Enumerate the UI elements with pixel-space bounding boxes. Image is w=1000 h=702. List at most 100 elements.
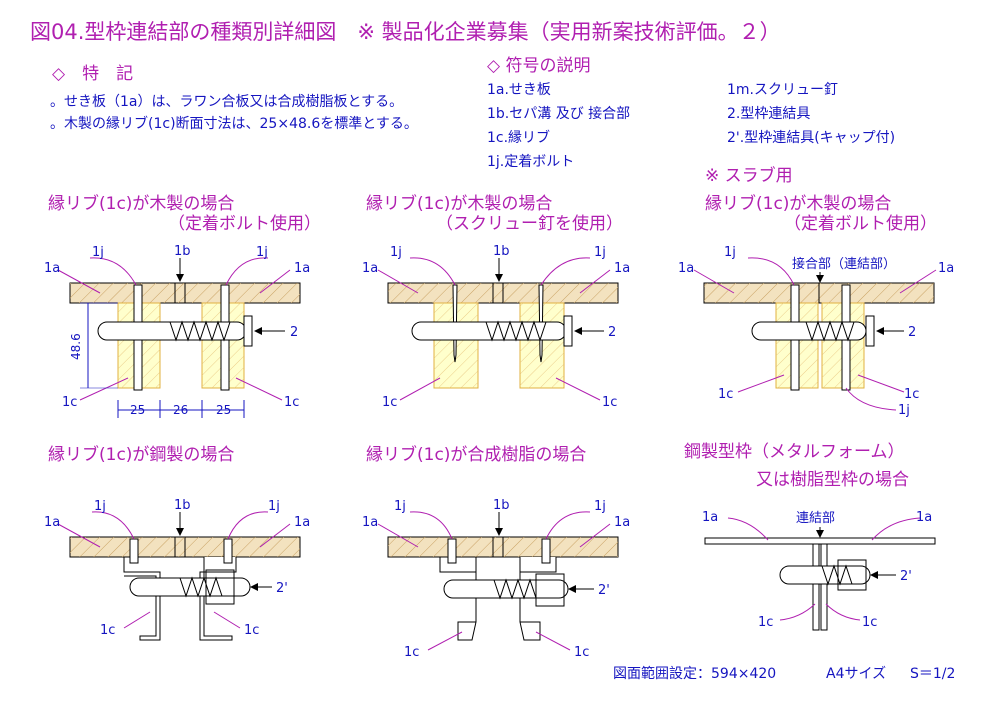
label-1c-right: 1c	[574, 645, 589, 660]
leader-line	[737, 374, 785, 393]
leader-line	[91, 511, 135, 540]
figure-4: 1j 1j 1b 1a 1a 2' 1c 1c	[44, 498, 310, 641]
label-1j-right: 1j	[594, 499, 606, 514]
label-1j-bottom: 1j	[898, 403, 910, 418]
label-1c-right: 1c	[904, 387, 919, 402]
leader-line	[89, 257, 137, 286]
metal-form-rib-right	[820, 543, 828, 631]
label-1j-left: 1j	[92, 245, 104, 260]
leader-line	[540, 257, 591, 286]
label-2p: 2'	[276, 581, 288, 596]
label-1c-right: 1c	[244, 623, 259, 638]
leader-line	[579, 523, 611, 548]
metal-form-panel	[704, 537, 936, 545]
legend-item: 1a.せき板	[487, 82, 551, 98]
figure-5: 1j 1j 1b 1a 1a 2' 1c 1c	[362, 498, 630, 660]
leader-line	[227, 511, 269, 540]
label-1a-right: 1a	[614, 515, 630, 530]
anchor-bolt	[223, 538, 233, 564]
resin-rib-right	[519, 557, 557, 641]
footer-size: A4サイズ	[826, 666, 887, 682]
leader-line	[377, 269, 419, 294]
note-line-2: 。木製の縁リブ(1c)断面寸法は、25×48.6を標準とする。	[50, 116, 418, 132]
label-1b: 1b	[493, 244, 510, 259]
form-connector	[97, 321, 247, 341]
form-connector	[129, 577, 251, 597]
screw-thread	[179, 576, 223, 598]
connector-cap	[205, 569, 235, 605]
label-1c-left: 1c	[100, 623, 115, 638]
leader-line	[779, 603, 816, 621]
leader-line	[899, 269, 937, 294]
label-1a-left: 1a	[362, 261, 378, 276]
legend-item: 1j.定着ボルト	[487, 154, 575, 170]
legend-item: 1c.縁リブ	[487, 130, 551, 146]
label-joint: 連結部	[796, 511, 835, 526]
resin-rib-left	[439, 557, 477, 641]
legend-item: 2'.型枠連結具(キャップ付)	[727, 130, 896, 146]
fig3-caption-2: （定着ボルト使用）	[784, 214, 937, 234]
metal-form-rib-left	[812, 543, 820, 631]
leader-line	[427, 631, 463, 651]
page-title: 図04.型枠連結部の種類別詳細図 ※ 製品化企業募集（実用新案技術評価。２）	[30, 20, 781, 44]
label-1j-right: 1j	[594, 245, 606, 260]
note-line-1: 。せき板（1a）は、ラワン合板又は合成樹脂板とする。	[50, 94, 404, 110]
label-1c-right: 1c	[602, 395, 617, 410]
form-connector	[443, 579, 569, 599]
label-1a-right: 1a	[294, 515, 310, 530]
footer-range: 図面範囲設定：594×420	[613, 666, 777, 682]
legend-item: 1m.スクリュー釘	[727, 82, 838, 98]
label-1a-right: 1a	[938, 261, 954, 276]
leader-line	[377, 523, 419, 548]
label-1c-left: 1c	[382, 395, 397, 410]
screw-thread	[485, 320, 547, 342]
label-2: 2	[608, 325, 616, 340]
label-1a-right: 1a	[614, 261, 630, 276]
slab-note: ※ スラブ用	[705, 166, 793, 186]
label-1a-right: 1a	[294, 261, 310, 276]
label-1a-left: 1a	[362, 515, 378, 530]
leader-line	[409, 511, 453, 540]
label-1b: 1b	[493, 498, 510, 513]
figure-3: 1j 接合部（連結部） 1a 1a 2 1c 1c 1j	[678, 245, 954, 418]
label-1c-right: 1c	[862, 615, 877, 630]
label-1j-right: 1j	[268, 499, 280, 514]
connector-head	[865, 315, 875, 347]
notes-heading: ◇ 特 記	[52, 64, 134, 84]
label-1j-right: 1j	[256, 245, 268, 260]
leader-line	[727, 517, 769, 541]
leader-line	[259, 269, 291, 294]
label-2: 2	[290, 325, 298, 340]
label-1a-left: 1a	[702, 510, 718, 525]
fig6-caption-1: 鋼製型枠（メタルフォーム）	[684, 442, 905, 462]
label-1a-right: 1a	[916, 510, 932, 525]
leader-line	[225, 257, 269, 286]
label-1c-left: 1c	[758, 615, 773, 630]
leader-line	[57, 269, 101, 294]
fig6-caption-2: 又は樹脂型枠の場合	[756, 470, 909, 490]
label-1a-left: 1a	[678, 261, 694, 276]
screw-thread	[169, 320, 231, 342]
label-2p: 2'	[598, 583, 610, 598]
anchor-bolt	[541, 538, 551, 564]
leader-line	[399, 377, 441, 401]
label-1c-left: 1c	[404, 645, 419, 660]
legend-item: 1b.セパ溝 及び 接合部	[487, 106, 631, 122]
leader-line	[259, 523, 291, 548]
label-1c-left: 1c	[718, 387, 733, 402]
screw-thread	[805, 320, 855, 342]
leader-line	[79, 377, 129, 401]
label-1c-left: 1c	[62, 395, 77, 410]
leader-line	[57, 523, 101, 548]
leader-line	[579, 269, 611, 294]
connector-head	[243, 315, 253, 347]
figure-6: 連結部 1a 1a 2' 1c 1c	[702, 510, 936, 631]
label-1b: 1b	[174, 244, 191, 259]
label-1b: 1b	[174, 498, 191, 513]
label-joint: 接合部（連結部）	[792, 256, 896, 272]
connector-cap	[535, 573, 565, 607]
label-2p: 2'	[900, 569, 912, 584]
screw-thread	[821, 564, 853, 586]
fig4-caption-1: 縁リブ(1c)が鋼製の場合	[48, 445, 235, 465]
